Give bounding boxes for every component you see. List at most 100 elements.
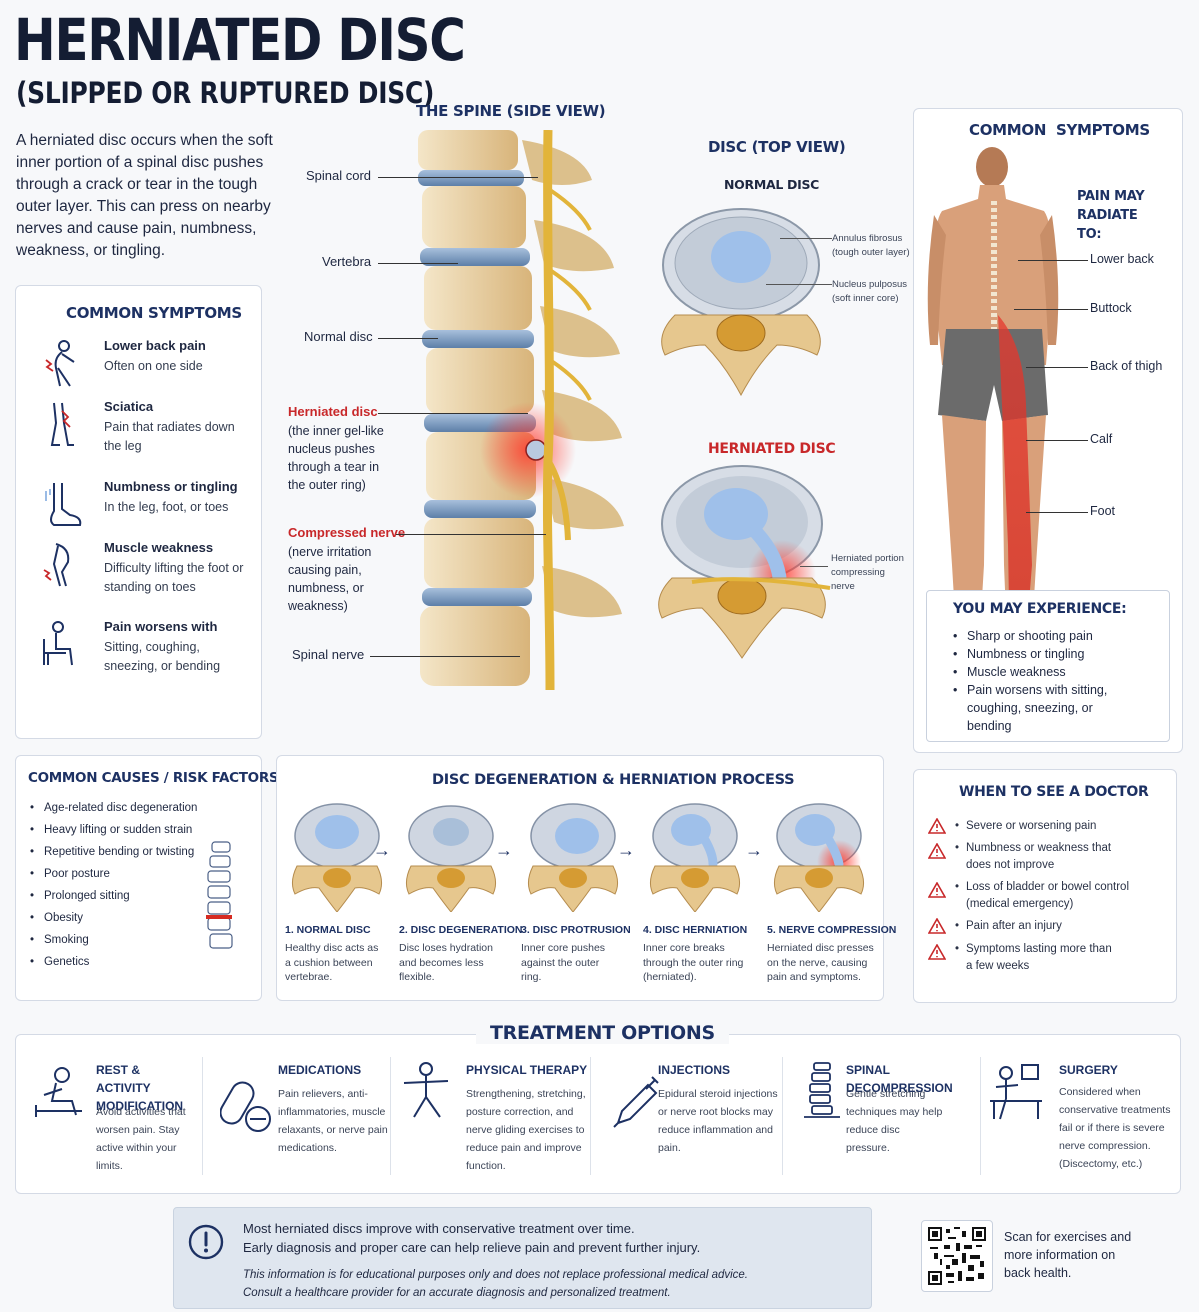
arrow-right-icon: → xyxy=(745,840,763,860)
symptoms-card-left: COMMON SYMPTOMS Lower back pain Often on… xyxy=(15,285,262,739)
step-title: 4. DISC HERNIATION xyxy=(643,924,748,936)
cause-item: Genetics xyxy=(28,951,218,973)
label-herniated-portion: Herniated portion compressing nerve xyxy=(831,553,904,592)
surgeon-icon xyxy=(990,1064,1042,1120)
symptom-title: Sciatica xyxy=(104,399,154,414)
doctor-item-text: Loss of bladder or bowel control (medica… xyxy=(955,879,1136,913)
experience-item: Pain worsens with sitting, coughing, sne… xyxy=(951,681,1111,735)
resting-person-icon xyxy=(35,1067,82,1117)
treatment-title: INJECTIONS xyxy=(658,1063,731,1077)
symptom-item: Sciatica Pain that radiates down the leg xyxy=(16,399,262,459)
symptom-desc: Sitting, coughing, sneezing, or bending xyxy=(104,640,221,673)
sitting-person-icon xyxy=(43,621,73,666)
warning-icon xyxy=(928,918,946,934)
radiate-foot: Foot xyxy=(1090,504,1116,518)
causes-list: Age-related disc degeneration Heavy lift… xyxy=(28,797,218,973)
leg-pain-icon xyxy=(50,402,74,446)
qr-caption: Scan for exercises and more information … xyxy=(1004,1230,1132,1280)
treatment-desc: Epidural steroid injections or nerve roo… xyxy=(658,1088,778,1154)
symptom-item: Lower back pain Often on one side xyxy=(16,338,262,398)
leader-line xyxy=(370,656,520,657)
treatment-desc: Avoid activities that worsen pain. Stay … xyxy=(96,1106,186,1172)
treatment-heading: TREATMENT OPTIONS xyxy=(476,1022,729,1044)
leader-line xyxy=(378,177,538,178)
symptom-desc: Difficulty lifting the foot or standing … xyxy=(104,561,244,594)
process-heading: DISC DEGENERATION & HERNIATION PROCESS xyxy=(432,772,795,788)
herniated-desc: (the inner gel-like nucleus pushes throu… xyxy=(288,424,384,492)
leader-line xyxy=(800,566,828,567)
spine-icon xyxy=(804,1062,840,1118)
leader-line xyxy=(1014,309,1088,310)
doctor-item-text: Symptoms lasting more than a few weeks xyxy=(955,941,1116,975)
treatment-item: INJECTIONS Epidural steroid injections o… xyxy=(592,1035,778,1185)
symptom-title: Pain worsens with xyxy=(104,619,218,634)
qr-code[interactable] xyxy=(921,1220,993,1292)
treatment-item: REST & ACTIVITY MODIFICATION Avoid activ… xyxy=(16,1035,201,1185)
treatment-title: REST & ACTIVITY MODIFICATION xyxy=(96,1063,184,1113)
disc-top-heading: DISC (TOP VIEW) xyxy=(708,138,846,156)
label-herniated-disc: Herniated disc xyxy=(288,404,378,419)
label-nucleus: Nucleus pulposus (soft inner core) xyxy=(832,278,907,306)
cause-item: Repetitive bending or twisting xyxy=(28,841,218,863)
leader-line xyxy=(378,338,438,339)
doctor-item-text: Severe or worsening pain xyxy=(955,818,1166,835)
leader-line xyxy=(1018,260,1088,261)
treatment-card: REST & ACTIVITY MODIFICATION Avoid activ… xyxy=(15,1034,1181,1194)
footer-disclaimer-2: Consult a healthcare provider for an acc… xyxy=(243,1287,671,1299)
doctor-heading: WHEN TO SEE A DOCTOR xyxy=(959,784,1149,800)
causes-card: COMMON CAUSES / RISK FACTORS Age-related… xyxy=(15,755,279,1001)
herniated-disc-title: HERNIATED DISC xyxy=(708,441,836,457)
herniated-disc-illustration xyxy=(658,465,831,659)
treatment-title: MEDICATIONS xyxy=(278,1063,362,1077)
symptom-title: Numbness or tingling xyxy=(104,479,238,494)
footer-note: Most herniated discs improve with conser… xyxy=(173,1207,872,1309)
footer-line-2: Early diagnosis and proper care can help… xyxy=(243,1240,701,1255)
experience-title: YOU MAY EXPERIENCE: xyxy=(953,601,1127,617)
warning-icon xyxy=(928,818,946,834)
symptom-desc: Pain that radiates down the leg xyxy=(104,420,235,453)
disc-degeneration-icon xyxy=(405,805,497,912)
arrow-right-icon: → xyxy=(373,840,391,860)
experience-list: Sharp or shooting pain Numbness or tingl… xyxy=(951,627,1151,735)
warning-icon xyxy=(928,843,946,859)
label-normal-disc: Normal disc xyxy=(304,329,373,344)
cause-item: Obesity xyxy=(28,907,218,929)
experience-item: Sharp or shooting pain xyxy=(951,627,1151,645)
treatment-item: PHYSICAL THERAPY Strengthening, stretchi… xyxy=(392,1035,588,1185)
radiate-lower-back: Lower back xyxy=(1090,252,1154,266)
compressed-desc: (nerve irritation causing pain, numbness… xyxy=(288,545,372,613)
doctor-item-text: Numbness or weakness that does not impro… xyxy=(955,840,1116,874)
warning-icon xyxy=(928,944,946,960)
warning-icon xyxy=(928,882,946,898)
step-desc: Healthy disc acts as a cushion between v… xyxy=(285,942,379,983)
symptom-item: Numbness or tingling In the leg, foot, o… xyxy=(16,479,262,539)
qr-code-icon xyxy=(928,1227,986,1285)
divider xyxy=(782,1057,783,1175)
doctor-card: WHEN TO SEE A DOCTOR Severe or worsening… xyxy=(913,769,1177,1003)
disc-herniation-icon xyxy=(649,803,741,912)
radiate-title: PAIN MAY RADIATE TO: xyxy=(1077,189,1145,242)
label-spinal-cord: Spinal cord xyxy=(306,168,372,183)
symptom-title: Muscle weakness xyxy=(104,540,214,555)
spine-illustration xyxy=(418,130,624,691)
disc-nerve-compression-icon xyxy=(773,803,865,912)
back-pain-icon xyxy=(45,340,75,387)
treatment-title: PHYSICAL THERAPY xyxy=(466,1063,588,1077)
radiate-calf: Calf xyxy=(1090,432,1113,446)
disc-normal-icon xyxy=(291,803,383,912)
treatment-desc: Pain relievers, anti-inflammatories, mus… xyxy=(278,1088,388,1154)
divider xyxy=(980,1057,981,1175)
label-vertebra: Vertebra xyxy=(322,254,372,269)
disc-protrusion-icon xyxy=(527,803,619,912)
divider xyxy=(202,1057,203,1175)
step-desc: Inner core breaks through the outer ring… xyxy=(643,942,744,983)
step-title: 3. DISC PROTRUSION xyxy=(521,924,631,936)
treatment-title: SURGERY xyxy=(1059,1063,1118,1077)
experience-item: Numbness or tingling xyxy=(951,645,1151,663)
treatment-title: SPINAL DECOMPRESSION xyxy=(846,1063,953,1095)
leader-line xyxy=(1026,440,1088,441)
label-spinal-nerve: Spinal nerve xyxy=(292,647,365,662)
body-back-illustration xyxy=(927,147,1059,690)
process-card: DISC DEGENERATION & HERNIATION PROCESS 1… xyxy=(276,755,896,1001)
divider xyxy=(390,1057,391,1175)
